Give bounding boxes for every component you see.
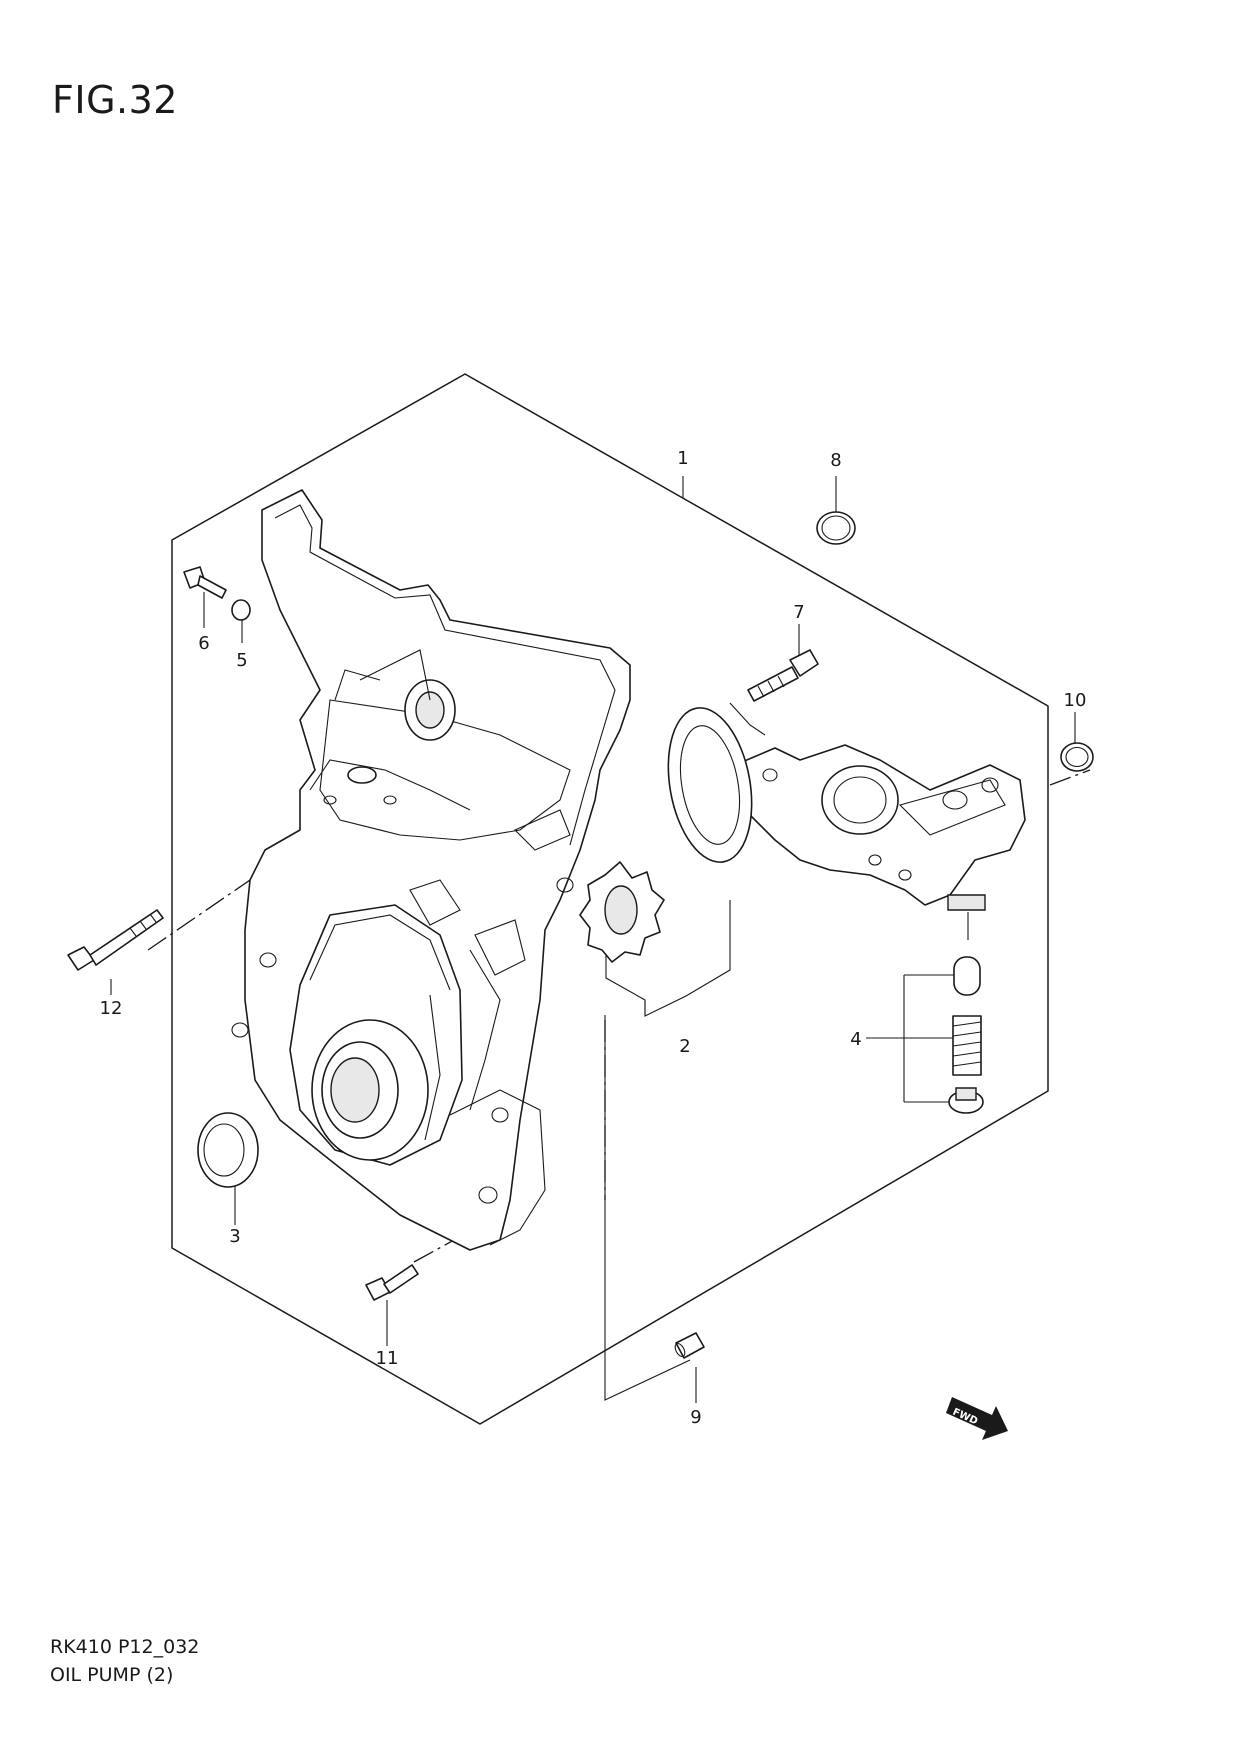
callout-3: 3 <box>229 1226 240 1247</box>
callout-6: 6 <box>198 633 209 654</box>
relief-valve-4 <box>948 956 984 1114</box>
diagram-code: RK410 P12_032 <box>50 1636 200 1658</box>
assembly-outline <box>171 373 1049 1425</box>
bolt-12 <box>67 909 164 971</box>
callout-2: 2 <box>679 1036 690 1057</box>
callout-9: 9 <box>690 1407 701 1428</box>
fwd-arrow-icon: FWD <box>946 1397 1008 1440</box>
oil-seal-3 <box>197 1112 259 1188</box>
oil-pump-body <box>729 744 1026 911</box>
bolt-11 <box>365 1264 419 1301</box>
callout-7: 7 <box>793 602 804 623</box>
o-ring-8 <box>816 511 856 545</box>
rotor-set-2 <box>579 707 753 963</box>
callout-12: 12 <box>100 998 123 1019</box>
callout-labels: 1 2 3 4 5 6 7 8 9 10 11 12 <box>100 448 1087 1428</box>
callout-5: 5 <box>236 650 247 671</box>
leader-lines <box>110 476 1076 1403</box>
bolt-7 <box>747 649 819 702</box>
callout-11: 11 <box>376 1348 399 1369</box>
diagram-name: OIL PUMP (2) <box>50 1664 174 1686</box>
figure-title: FIG.32 <box>52 78 178 122</box>
bolt-6 <box>183 566 227 599</box>
dowel-pin-9 <box>674 1332 705 1359</box>
callout-10: 10 <box>1064 690 1087 711</box>
callout-4: 4 <box>850 1029 861 1050</box>
chain-cover-housing <box>231 489 631 1251</box>
washer-5 <box>231 599 251 621</box>
callout-8: 8 <box>830 450 841 471</box>
callout-1: 1 <box>677 448 688 469</box>
